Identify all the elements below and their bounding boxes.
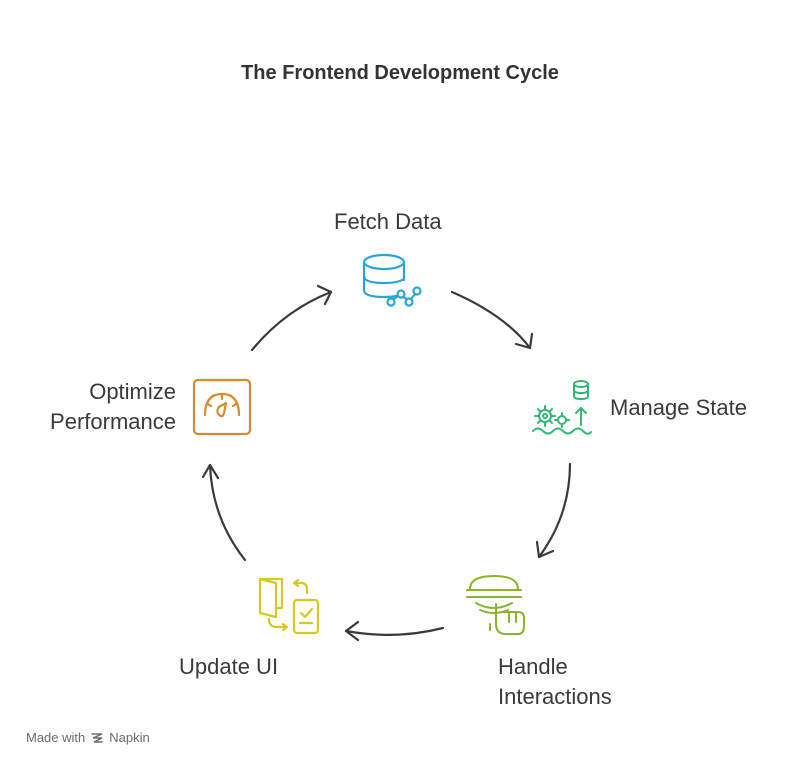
arrow-fetch-to-manage xyxy=(450,290,534,350)
diagram-title: The Frontend Development Cycle xyxy=(241,62,559,84)
step-label-line: Optimize xyxy=(89,379,176,404)
step-label-handle-interactions: Handle Interactions xyxy=(498,652,678,712)
step-label-update-ui: Update UI xyxy=(179,654,279,679)
made-with-footer[interactable]: Made with Napkin xyxy=(26,730,150,745)
footer-brand: Napkin xyxy=(109,730,150,745)
napkin-logo-icon xyxy=(91,732,103,743)
footer-prefix: Made with xyxy=(26,730,86,745)
database-gears-icon xyxy=(532,380,592,435)
arrow-manage-to-handle xyxy=(535,462,572,559)
step-label-optimize-performance: Optimize Performance xyxy=(20,377,176,437)
arrow-handle-to-update xyxy=(344,620,445,642)
mobile-update-icon xyxy=(258,577,320,635)
gauge-icon xyxy=(192,378,252,436)
arrow-optimize-to-fetch xyxy=(250,284,333,352)
database-network-icon xyxy=(362,253,422,307)
hand-touch-icon xyxy=(466,575,525,635)
step-label-manage-state: Manage State xyxy=(610,395,747,420)
step-label-line: Interactions xyxy=(498,684,612,709)
step-label-fetch-data: Fetch Data xyxy=(334,209,442,234)
step-label-line: Handle xyxy=(498,654,568,679)
step-label-line: Performance xyxy=(50,409,176,434)
arrow-update-to-optimize xyxy=(201,463,247,562)
